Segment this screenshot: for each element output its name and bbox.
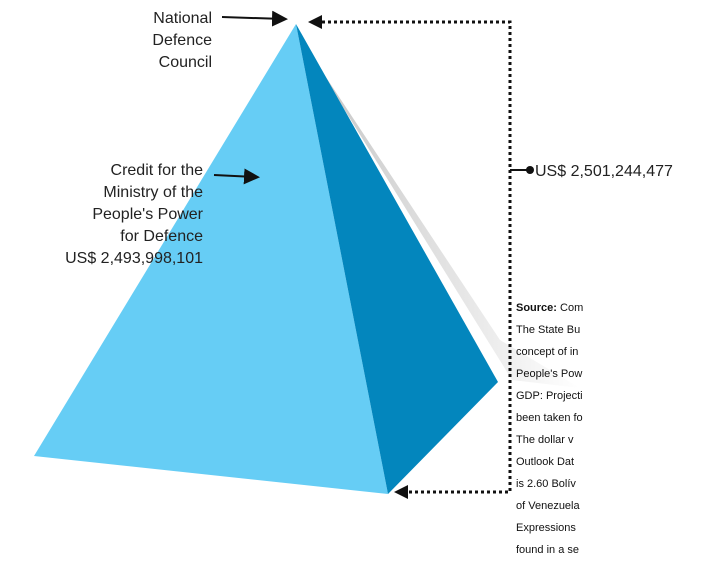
source-line: is 2.60 Bolív — [516, 478, 576, 490]
source-line: been taken fo — [516, 412, 583, 424]
label-national-defence-council: National Defence Council — [152, 10, 212, 71]
source-line: GDP: Projecti — [516, 390, 583, 402]
source-line: of Venezuela — [516, 500, 580, 512]
source-line: Expressions — [516, 522, 576, 534]
total-dot — [526, 166, 534, 174]
credit-arrow — [213, 168, 260, 185]
bracket-bottom-arrowhead — [394, 485, 408, 499]
source-first-line-text: Com — [556, 302, 584, 314]
source-line: The State Bu — [516, 324, 581, 336]
council-arrow — [221, 10, 288, 27]
label-ministry-credit: Credit for the Ministry of the People's … — [65, 162, 203, 267]
bracket-top-arrowhead — [308, 15, 322, 29]
pyramid-side-face — [296, 24, 498, 494]
bracket-connector — [322, 20, 512, 494]
source-heading: Source: — [516, 302, 557, 314]
source-line: The dollar v — [516, 434, 574, 446]
source-line: found in a se — [516, 544, 579, 556]
source-note: Source: Com The State Bu concept of in P… — [516, 292, 705, 567]
label-total-amount: US$ 2,501,244,477 — [535, 163, 673, 180]
source-first-line: Source: Com — [516, 303, 705, 314]
pyramid-diagram — [34, 10, 580, 499]
source-line: Outlook Dat — [516, 456, 575, 468]
source-line: People's Pow — [516, 368, 583, 380]
source-line: concept of in — [516, 346, 579, 358]
pyramid-front-face — [34, 24, 388, 494]
